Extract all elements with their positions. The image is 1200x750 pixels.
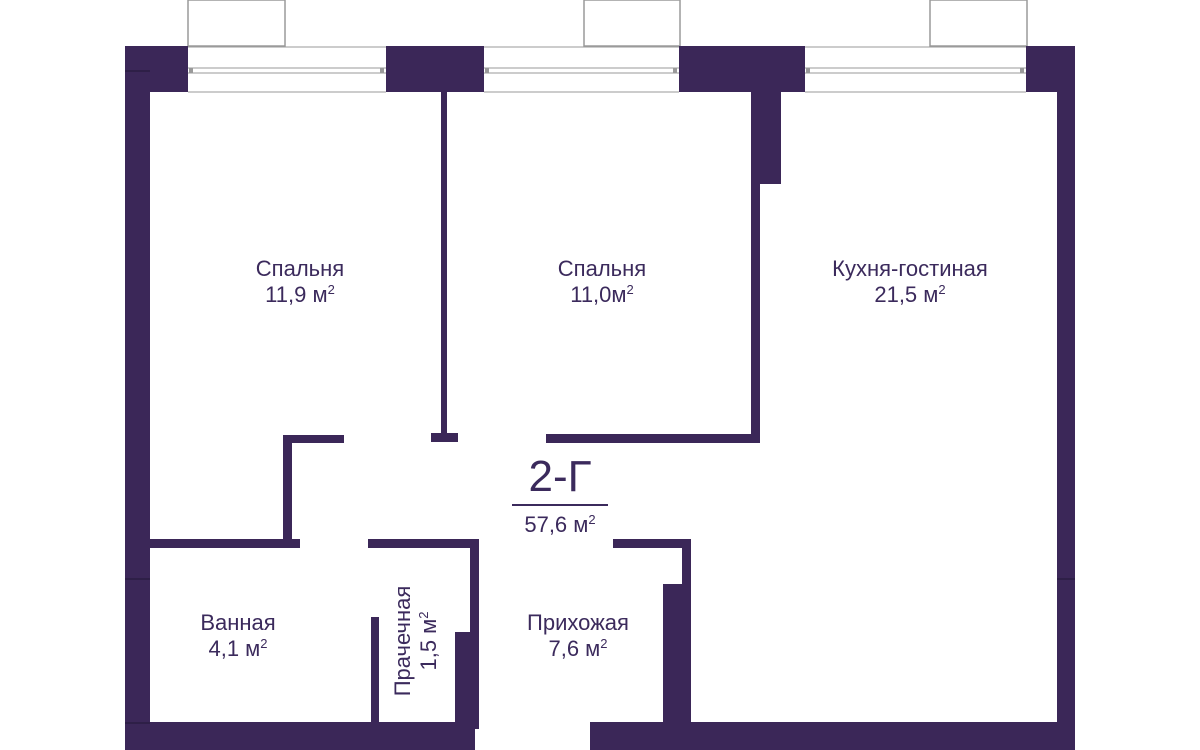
- wall-bedroom-divider-cap: [431, 433, 458, 442]
- wall-laundry-top: [368, 539, 479, 548]
- wall-left-exterior: [125, 46, 150, 750]
- room-name: Ванная: [200, 610, 276, 635]
- room-name: Прихожая: [527, 610, 629, 635]
- wall-bottom-right: [590, 722, 1075, 750]
- room-area: 11,0м2: [570, 281, 634, 307]
- balconies: [187, 0, 1028, 47]
- room-label-bedroom-1: Спальня 11,9 м2: [200, 256, 400, 308]
- room-area: 1,5 м2: [415, 611, 441, 671]
- room-name: Спальня: [557, 256, 647, 281]
- balcony-left: [187, 0, 286, 47]
- room-label-bedroom-2: Спальня 11,0м2: [502, 256, 702, 308]
- room-label-hallway: Прихожая 7,6 м2: [498, 610, 658, 662]
- apartment-divider: [512, 504, 608, 506]
- apartment-code: 2-Г: [528, 452, 592, 501]
- wall-bedroom-divider: [441, 92, 447, 435]
- balcony-right: [929, 0, 1028, 47]
- wall-top-pier-3: [679, 46, 805, 92]
- room-name: Кухня-гостиная: [832, 256, 988, 281]
- wall-bedroom2-bottom: [546, 434, 760, 443]
- wall-laundry-inner-block: [455, 632, 479, 729]
- wall-top-pier-2: [386, 46, 484, 92]
- wall-joints: [125, 70, 1075, 724]
- walls: [125, 46, 1075, 750]
- wall-bottom-left: [125, 722, 475, 750]
- wall-corridor-left: [283, 435, 292, 548]
- wall-bedroom2-kitchen: [751, 92, 760, 443]
- wall-right-exterior: [1057, 46, 1075, 750]
- wall-bedroom1-bottom-stub: [283, 435, 344, 443]
- room-area: 7,6 м2: [548, 635, 608, 661]
- apartment-total-area: 57,6 м2: [524, 511, 596, 537]
- wall-bathroom-top: [150, 539, 300, 548]
- room-label-bathroom: Ванная 4,1 м2: [166, 610, 310, 662]
- room-area: 11,9 м2: [265, 281, 335, 307]
- room-label-kitchen-living: Кухня-гостиная 21,5 м2: [810, 256, 1010, 308]
- wall-hall-block: [663, 584, 691, 729]
- balcony-middle: [583, 0, 681, 47]
- window-left: [188, 46, 386, 93]
- window-right: [805, 46, 1026, 93]
- room-area: 21,5 м2: [874, 281, 946, 307]
- wall-bath-laundry: [371, 617, 379, 722]
- window-middle: [484, 46, 679, 93]
- room-label-laundry: Прачечная 1,5 м2: [390, 566, 444, 716]
- apartment-summary: 2-Г 57,6 м2: [480, 452, 640, 537]
- windows: [188, 46, 1026, 93]
- room-area: 4,1 м2: [208, 635, 268, 661]
- wall-hall-top: [613, 539, 691, 548]
- room-name: Спальня: [255, 256, 345, 281]
- room-name: Прачечная: [390, 585, 415, 697]
